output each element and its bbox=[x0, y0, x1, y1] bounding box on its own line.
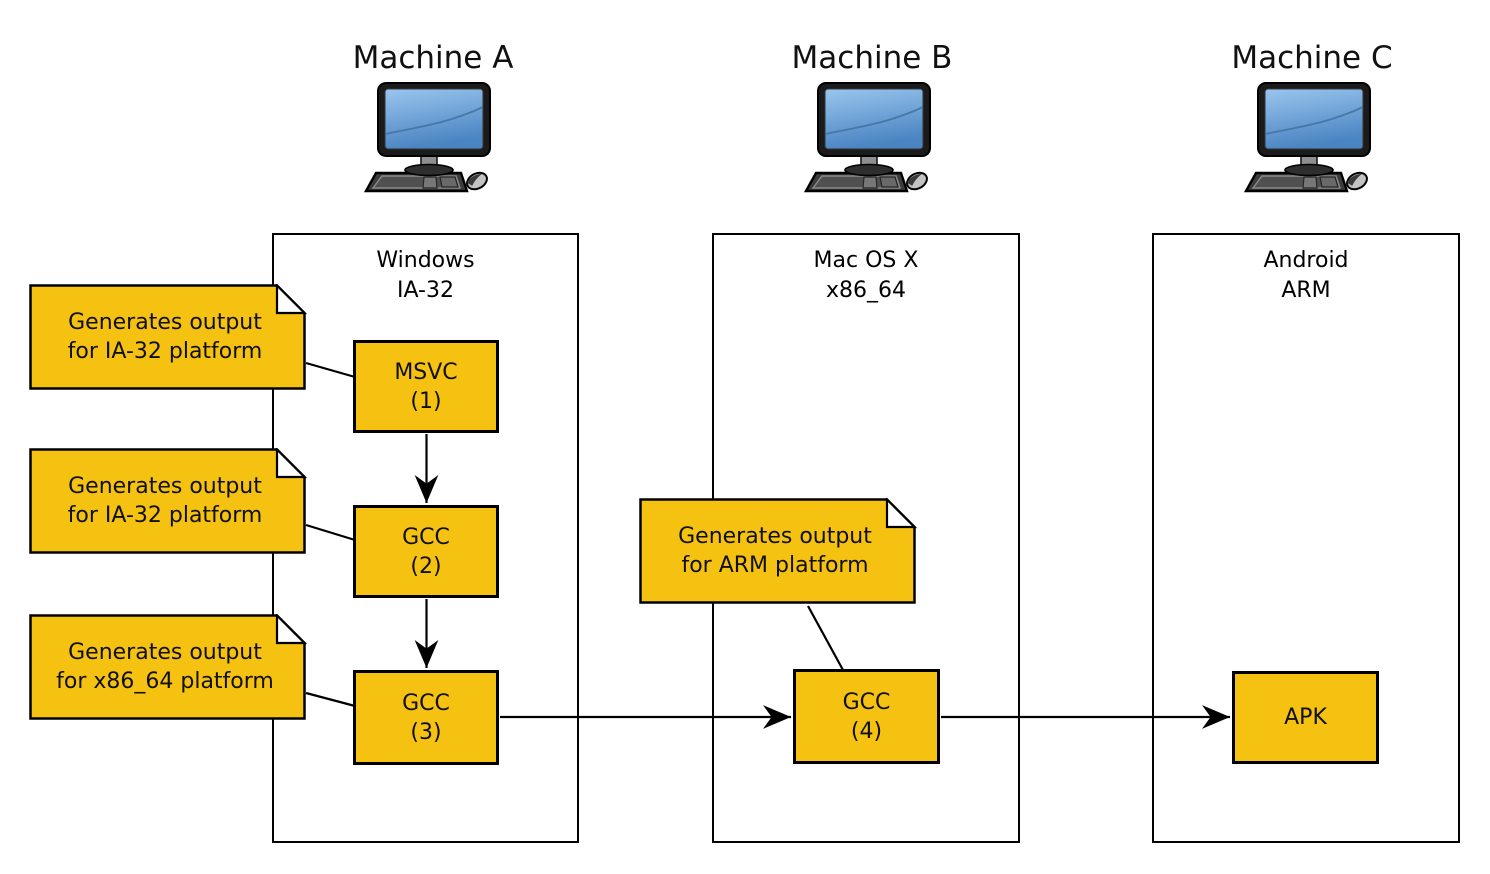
platform-os: Windows bbox=[376, 248, 475, 273]
platform-arch: IA-32 bbox=[397, 278, 454, 303]
node-number: (1) bbox=[410, 388, 442, 414]
note-line: Generates output bbox=[68, 640, 262, 665]
note-line: Generates output bbox=[68, 310, 262, 335]
folded-corner-icon bbox=[885, 498, 917, 529]
note-generates-ia32-output-1: Generates output for IA-32 platform bbox=[29, 284, 307, 392]
machine-b-title: Machine B bbox=[791, 40, 953, 76]
node-label: APK bbox=[1284, 705, 1327, 730]
connector-note2-gcc2 bbox=[305, 523, 356, 542]
note-generates-x86-64-output: Generates output for x86_64 platform bbox=[29, 614, 307, 722]
platform-arch: ARM bbox=[1281, 278, 1331, 303]
note-shape bbox=[29, 614, 307, 720]
node-label: GCC bbox=[842, 689, 891, 715]
node-number: (2) bbox=[410, 553, 442, 579]
output-node-apk: APK bbox=[1232, 671, 1379, 764]
note-generates-arm-output: Generates output for ARM platform bbox=[639, 498, 917, 606]
platform-label-android-arm: Android ARM bbox=[1152, 246, 1460, 306]
folded-corner-icon bbox=[275, 448, 307, 479]
note-shape bbox=[639, 498, 917, 604]
node-number: (3) bbox=[410, 719, 442, 745]
folded-corner-icon bbox=[275, 614, 307, 645]
note-line: for IA-32 platform bbox=[67, 339, 263, 364]
note-body bbox=[639, 498, 916, 604]
folded-corner-icon bbox=[275, 284, 307, 315]
machine-c-environment-box bbox=[1152, 233, 1460, 843]
compiler-node-gcc-3: GCC (3) bbox=[353, 670, 499, 765]
platform-os: Mac OS X bbox=[813, 248, 919, 273]
compiler-node-gcc-4: GCC (4) bbox=[793, 669, 940, 764]
note-shape bbox=[29, 284, 307, 390]
machine-a-title: Machine A bbox=[352, 40, 514, 76]
platform-label-macosx-x86_64: Mac OS X x86_64 bbox=[712, 246, 1020, 306]
node-label: MSVC bbox=[394, 359, 458, 385]
platform-label-windows-ia32: Windows IA-32 bbox=[272, 246, 579, 306]
node-label: GCC bbox=[402, 524, 450, 550]
note-line: for x86_64 platform bbox=[56, 669, 274, 694]
note-body bbox=[29, 284, 306, 390]
compiler-node-msvc-1: MSVC (1) bbox=[353, 340, 499, 433]
platform-os: Android bbox=[1263, 248, 1349, 273]
note-line: Generates output bbox=[678, 524, 872, 549]
note-line: for ARM platform bbox=[681, 553, 869, 578]
note-line: Generates output bbox=[68, 474, 262, 499]
platform-arch: x86_64 bbox=[825, 278, 906, 303]
node-label: GCC bbox=[402, 690, 450, 716]
note-shape bbox=[29, 448, 307, 554]
connector-note4-gcc4 bbox=[807, 605, 844, 671]
compiler-node-gcc-2: GCC (2) bbox=[353, 505, 499, 598]
note-line: for IA-32 platform bbox=[67, 503, 263, 528]
note-body bbox=[29, 448, 306, 554]
node-number: (4) bbox=[850, 718, 883, 744]
machine-c-title: Machine C bbox=[1231, 40, 1393, 76]
connector-note1-msvc1 bbox=[305, 361, 356, 379]
note-body bbox=[29, 614, 306, 720]
connector-note3-gcc3 bbox=[305, 691, 356, 708]
note-generates-ia32-output-2: Generates output for IA-32 platform bbox=[29, 448, 307, 556]
